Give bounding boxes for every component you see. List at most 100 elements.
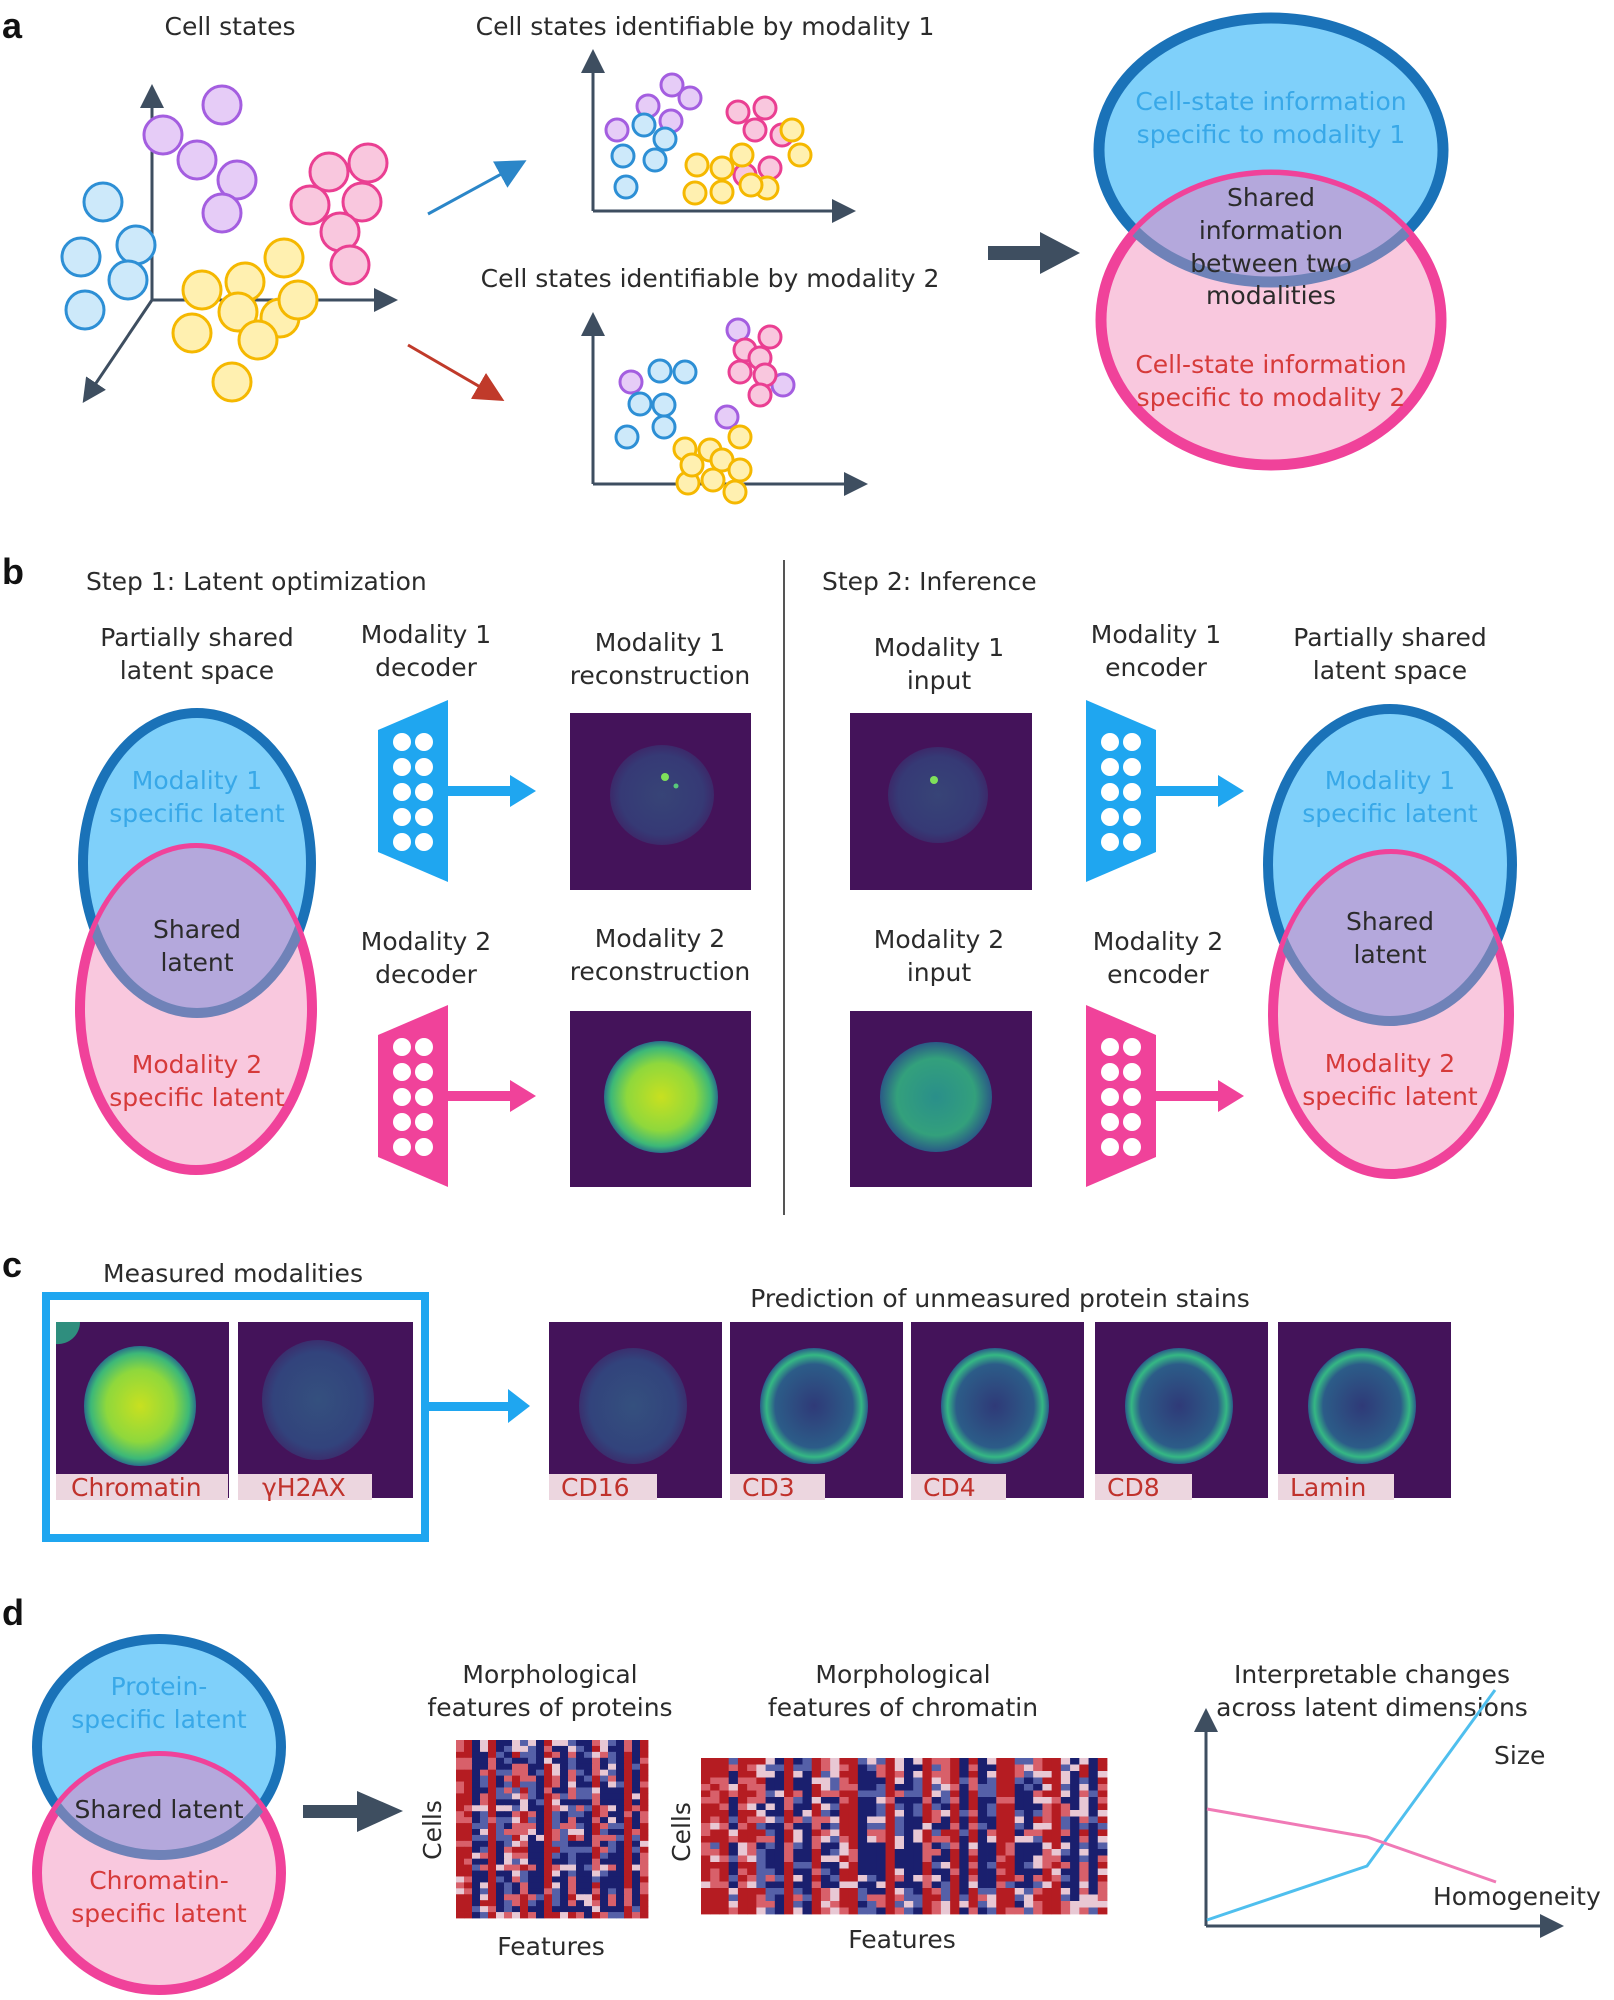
venn-b-right-shared-line1: Shared [1346, 907, 1434, 936]
venn-b-right-bottom-line1: Modality 2 [1325, 1049, 1455, 1078]
homogeneity-line [1206, 1807, 1497, 1884]
cell-cluster-modality2 [614, 317, 796, 505]
size-line [1206, 1689, 1497, 1922]
cell-marker [64, 289, 106, 331]
cell-cluster-modality1 [604, 72, 813, 206]
heatmap1-title-line1: Morphological [462, 1660, 637, 1689]
cell-marker [725, 99, 751, 125]
cell-marker [642, 147, 668, 173]
cell-marker [217, 291, 259, 333]
cell-marker [684, 152, 710, 178]
m1-reconstruction-image [570, 713, 751, 890]
venn-a-shared-line2: information [1199, 216, 1343, 245]
venn-d-top-line1: Protein- [111, 1672, 208, 1701]
m2-recon-label-line1: Modality 2 [595, 924, 725, 953]
prediction-title: Prediction of unmeasured protein stains [750, 1284, 1250, 1313]
venn-a-bottom-line2: specific to modality 2 [1137, 383, 1406, 412]
heatmap2-cells-label: Cells [667, 1802, 696, 1862]
m2-decoder-label-line2: decoder [375, 960, 478, 989]
venn-b-left-shared-line1: Shared [153, 915, 241, 944]
panel-b-letter: b [2, 551, 24, 592]
measured-modalities-title: Measured modalities [103, 1259, 363, 1288]
heatmap-proteins [456, 1740, 649, 1919]
m1-recon-label-line1: Modality 1 [595, 628, 725, 657]
cell-marker [308, 151, 350, 193]
venn-a-bottom-line1: Cell-state information [1135, 350, 1406, 379]
blue-arrow [427, 160, 527, 216]
cell-marker [618, 369, 644, 395]
cell-marker [709, 179, 735, 205]
m1-decoder-label-line2: decoder [375, 653, 478, 682]
cell-marker [651, 392, 677, 418]
cell-marker [627, 391, 653, 417]
cell-marker [779, 117, 805, 143]
venn-diagram-a [1093, 12, 1449, 471]
measured-modalities-box [42, 1292, 429, 1542]
red-arrow [407, 343, 505, 402]
step2-title: Step 2: Inference [822, 567, 1037, 596]
panel-a-letter: a [2, 5, 23, 46]
panel-c-letter: c [2, 1244, 22, 1285]
big-arrow-d [303, 1791, 403, 1832]
cell-marker [787, 142, 813, 168]
latent-space-left-line2: latent space [120, 656, 274, 685]
m2-input-image [850, 1011, 1032, 1187]
cell-marker [115, 224, 157, 266]
cell-marker [237, 319, 279, 361]
latent-space-right-line1: Partially shared [1293, 623, 1486, 652]
cell-marker [610, 143, 636, 169]
big-arrow-a [988, 232, 1080, 274]
venn-d-shared: Shared latent [74, 1795, 243, 1824]
stain-label-prediction: Lamin [1290, 1473, 1366, 1502]
cell-marker [757, 155, 783, 181]
venn-diagram-b-left [75, 708, 317, 1175]
cell-marker [727, 359, 753, 385]
m1-input-label-line2: input [907, 666, 972, 695]
m2-encoder-label-line1: Modality 2 [1093, 927, 1223, 956]
latent-space-left-line1: Partially shared [100, 623, 293, 652]
heatmap1-cells-label: Cells [418, 1800, 447, 1860]
cell-states-title: Cell states [164, 12, 295, 41]
venn-a-top-line2: specific to modality 1 [1137, 120, 1406, 149]
cell-marker [216, 159, 258, 201]
cell-marker [181, 269, 223, 311]
m2-encoder-icon [1086, 1005, 1244, 1187]
modality1-scatter-title: Cell states identifiable by modality 1 [476, 12, 935, 41]
m2-recon-label-line2: reconstruction [570, 957, 751, 986]
panel-d-letter: d [2, 1592, 24, 1633]
cell-marker [659, 72, 685, 98]
cell-marker [677, 85, 703, 111]
venn-b-left-top-line2: specific latent [109, 799, 285, 828]
stain-label-prediction: CD4 [923, 1473, 976, 1502]
venn-b-right-top-line1: Modality 1 [1325, 766, 1455, 795]
venn-b-left-shared-line2: latent [160, 948, 233, 977]
m2-decoder-label-line1: Modality 2 [361, 927, 491, 956]
cell-marker [631, 112, 657, 138]
stain-label-prediction: CD8 [1107, 1473, 1160, 1502]
m2-input-label-line2: input [907, 958, 972, 987]
cell-marker [263, 237, 305, 279]
cell-marker [752, 362, 778, 388]
stain-label-chromatin: Chromatin [71, 1473, 202, 1502]
venn-d-bottom-line1: Chromatin- [89, 1866, 229, 1895]
cell-marker [727, 457, 753, 483]
venn-diagram-d [32, 1634, 286, 1995]
stain-label-prediction: CD3 [742, 1473, 795, 1502]
heatmap1-title-line2: features of proteins [427, 1693, 672, 1722]
venn-a-top-line1: Cell-state information [1135, 87, 1406, 116]
venn-a-shared-line3: between two [1190, 249, 1352, 278]
heatmap2-title-line2: features of chromatin [768, 1693, 1038, 1722]
m1-recon-label-line2: reconstruction [570, 661, 751, 690]
cell-marker [682, 180, 708, 206]
venn-d-bottom-line2: specific latent [71, 1899, 247, 1928]
cell-marker [176, 139, 218, 181]
cell-marker [714, 404, 740, 430]
latent-space-right-line2: latent space [1313, 656, 1467, 685]
cell-marker [709, 155, 735, 181]
cell-marker [752, 95, 778, 121]
m1-encoder-label-line2: encoder [1105, 653, 1208, 682]
cell-marker [171, 312, 213, 354]
venn-b-left-top-line1: Modality 1 [132, 766, 262, 795]
